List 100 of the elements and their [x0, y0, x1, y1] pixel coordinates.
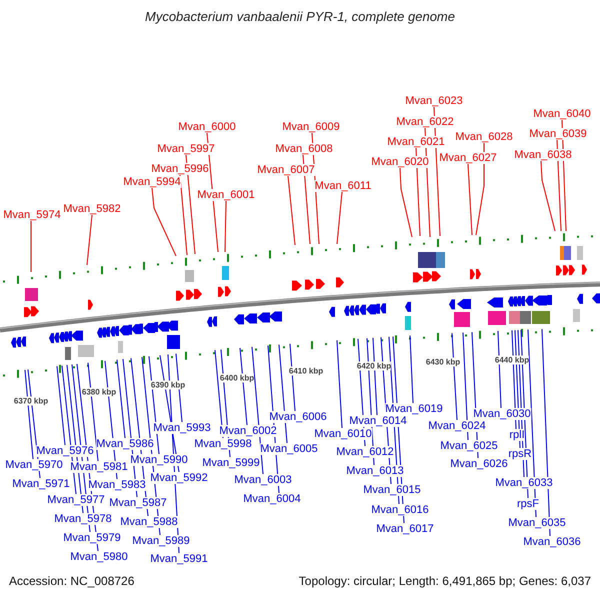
leader-line [152, 188, 176, 256]
gene-label: Mvan_5998 [194, 438, 252, 450]
scale-label: 6440 kbp [494, 356, 530, 364]
leader-line [462, 332, 468, 440]
gene-label: Mvan_6017 [376, 523, 434, 535]
leader-line [400, 168, 412, 238]
gene-label: Mvan_5978 [54, 513, 112, 525]
gene-label: Mvan_6009 [282, 121, 340, 133]
gene-label: Mvan_6025 [440, 440, 498, 452]
leader-line [336, 192, 342, 244]
gene-label: Mvan_5976 [36, 445, 94, 457]
scale-label: 6390 kbp [150, 380, 186, 390]
gene-label: rpsR [508, 448, 532, 460]
leader-line [224, 200, 226, 252]
leader-line [176, 353, 182, 422]
scale-label: 6430 kbp [426, 358, 460, 366]
leader-line [556, 140, 562, 232]
leader-line [186, 154, 196, 254]
gene-label: Mvan_6026 [450, 458, 508, 470]
gene-label: Mvan_6030 [473, 408, 531, 420]
leader-line [302, 154, 310, 244]
gene-label: Mvan_6002 [219, 425, 277, 437]
gene-label: Mvan_5980 [70, 551, 128, 563]
gene-label: Mvan_5970 [5, 459, 63, 471]
scale-label: 6380 kbp [82, 388, 116, 396]
gene-label: Mvan_5991 [150, 553, 208, 565]
gene-label: Mvan_5971 [12, 478, 70, 490]
leader-line [468, 164, 472, 236]
gene-label: Mvan_5990 [130, 454, 188, 466]
gene-label: Mvan_6008 [275, 143, 333, 155]
gene-label: Mvan_6020 [371, 156, 429, 168]
leader-line [410, 335, 414, 404]
gene-label: Mvan_6007 [257, 164, 315, 176]
gene-label: Mvan_6005 [260, 443, 318, 455]
gene-label: Mvan_5996 [151, 163, 209, 175]
leader-line [88, 362, 98, 462]
gene-label: Mvan_6004 [243, 493, 301, 505]
gene-label: Mvan_5983 [88, 479, 146, 491]
leader-line [288, 176, 296, 246]
scale-label: 6400 kbp [220, 374, 254, 382]
leader-line [540, 160, 556, 232]
gene-label: Mvan_6022 [396, 116, 454, 128]
leader-line [498, 330, 502, 408]
gene-label: Mvan_5981 [70, 461, 128, 473]
gene-label: Mvan_6027 [439, 152, 497, 164]
gene-label: Mvan_5979 [63, 532, 121, 544]
leader-line [30, 220, 32, 272]
gene-label: Mvan_5987 [109, 497, 167, 509]
gene-label: Mvan_6040 [533, 108, 591, 120]
gene-label: Mvan_5988 [120, 516, 178, 528]
leader-line [290, 343, 296, 412]
footer-text: Accession: NC_008726 [9, 574, 134, 588]
gene-label: Mvan_6001 [197, 189, 255, 201]
gene-label: rpsF [517, 498, 539, 510]
gene-label: Mvan_6023 [405, 95, 463, 107]
gene-label: Mvan_5993 [153, 422, 211, 434]
gene-label: Mvan_5974 [3, 209, 61, 221]
gene-label: Mvan_5986 [96, 438, 154, 450]
gene-label: Mvan_6024 [428, 420, 486, 432]
leader-line [542, 328, 550, 536]
gene-label: Mvan_5994 [123, 176, 181, 188]
leader-line [278, 344, 288, 444]
gene-label: Mvan_6019 [385, 403, 443, 415]
gene-label: Mvan_5992 [150, 472, 208, 484]
chart-title: Mycobacterium vanbaalenii PYR-1, complete genome [144, 9, 456, 24]
gene-label: Mvan_5999 [202, 457, 260, 469]
leader-line [528, 329, 536, 518]
gene-label: Mvan_6039 [529, 128, 587, 140]
leader-line [24, 369, 34, 460]
gene-label: Mvan_6021 [387, 136, 445, 148]
leader-line [86, 214, 92, 266]
gene-label: Mvan_6012 [336, 446, 394, 458]
gene-label: Mvan_6016 [371, 504, 429, 516]
leader-line [476, 142, 484, 236]
gene-label: Mvan_6000 [178, 121, 236, 133]
scale-label: 6410 kbp [288, 366, 324, 376]
gene-label: Mvan_5977 [47, 494, 105, 506]
gene-label: Mvan_6011 [314, 180, 372, 192]
leader-line [452, 332, 458, 420]
footer-text: Topology: circular; Length: 6,491,865 bp; Genes: 6,037 [298, 574, 591, 588]
gene-label: Mvan_6035 [508, 517, 566, 529]
gene-label: Mvan_6015 [363, 484, 421, 496]
gene-label: Mvan_6028 [455, 131, 513, 143]
gene-label: Mvan_5982 [63, 203, 121, 215]
gene-label: Mvan_5997 [157, 143, 215, 155]
leader-line [240, 347, 248, 426]
gene-label: Mvan_6013 [346, 465, 404, 477]
leader-line [56, 366, 66, 446]
leader-line [416, 148, 420, 236]
gene-label: Mvan_6038 [514, 149, 572, 161]
gene-label: rplI [509, 429, 525, 441]
gene-label: Mvan_6006 [269, 411, 327, 423]
leader-line [372, 337, 378, 416]
leader-line [336, 340, 342, 428]
gene-label: Mvan_5989 [132, 535, 190, 547]
gene-label: Mvan_6036 [523, 536, 581, 548]
leader-line [116, 359, 126, 438]
leader-line [214, 350, 224, 438]
gene-label: Mvan_6014 [349, 415, 407, 427]
gene-label: Mvan_6010 [314, 428, 372, 440]
